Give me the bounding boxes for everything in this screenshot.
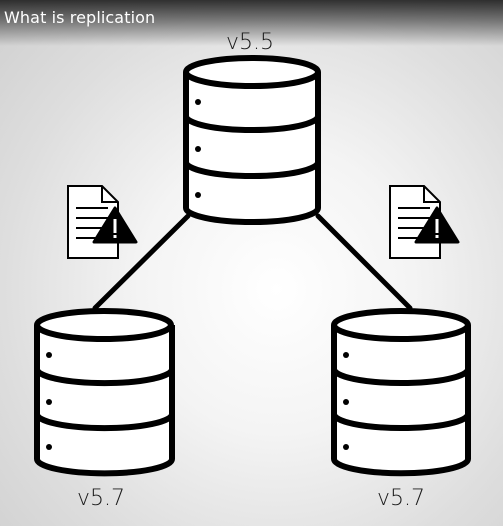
title-overlay: What is replication [0,0,503,46]
primary-version-label: v5.5 [225,30,274,55]
document-warning-icon [389,185,460,259]
video-title: What is replication [4,8,156,27]
database-icon [34,308,175,477]
replica-right-version-label: v5.7 [376,486,425,511]
replica-left-version-label: v5.7 [76,486,125,511]
connector-primary-left [92,213,191,311]
database-icon [331,308,471,477]
document-warning-icon [67,185,138,259]
connector-primary-right [315,213,413,311]
database-icon [183,55,321,225]
